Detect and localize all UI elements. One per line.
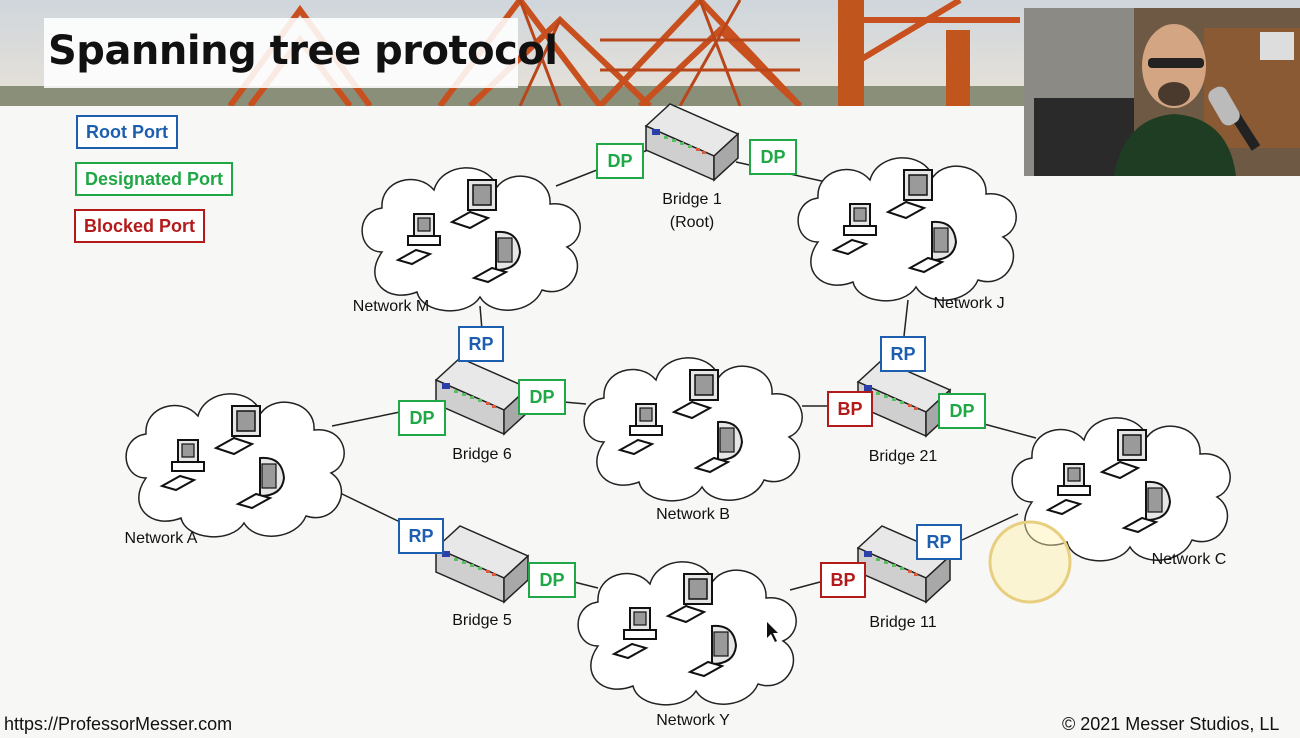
bridge-6-dp-left: DP bbox=[398, 400, 446, 436]
bridge-1-dp-right: DP bbox=[749, 139, 797, 175]
bridge-21-label: Bridge 21 bbox=[868, 448, 938, 465]
network-b-label: Network B bbox=[656, 506, 730, 523]
bridge-21-bp: BP bbox=[827, 391, 873, 427]
bridge-1-dp-left: DP bbox=[596, 143, 644, 179]
bridge-5-dp: DP bbox=[528, 562, 576, 598]
network-y-cloud bbox=[577, 561, 797, 706]
bridge-1-switch bbox=[645, 103, 739, 181]
bridge-5-switch bbox=[435, 525, 529, 603]
network-a-label: Network A bbox=[124, 530, 198, 547]
network-c-label: Network C bbox=[1151, 551, 1227, 568]
bridge-6-rp: RP bbox=[458, 326, 504, 362]
bridge-11-rp: RP bbox=[916, 524, 962, 560]
slide-title: Spanning tree protocol bbox=[48, 28, 558, 74]
link-a-b6 bbox=[331, 411, 401, 427]
bridge-11-bp: BP bbox=[820, 562, 866, 598]
network-m-cloud bbox=[361, 167, 581, 312]
bridge-6-label: Bridge 6 bbox=[452, 446, 512, 463]
presenter-video bbox=[1024, 8, 1300, 176]
bridge-1-root-label: (Root) bbox=[669, 214, 715, 231]
network-m-label: Network M bbox=[352, 298, 430, 315]
link-b6-b bbox=[563, 401, 587, 405]
network-j-label: Network J bbox=[933, 295, 1005, 312]
bridge-21-dp: DP bbox=[938, 393, 986, 429]
network-y-label: Network Y bbox=[656, 712, 730, 729]
bridge-11-label: Bridge 11 bbox=[869, 614, 937, 631]
footer-url: https://ProfessorMesser.com bbox=[4, 714, 233, 734]
footer-copyright: © 2021 Messer Studios, LL bbox=[1062, 714, 1280, 734]
network-c-cloud bbox=[1011, 417, 1231, 562]
mouse-pointer-icon bbox=[767, 622, 778, 642]
network-a-cloud bbox=[125, 393, 345, 538]
title-box bbox=[44, 18, 518, 88]
legend-blocked-port: Blocked Port bbox=[74, 209, 206, 243]
bridge-1-label: Bridge 1 bbox=[662, 191, 722, 208]
bridge-21-rp: RP bbox=[880, 336, 926, 372]
legend-root-port: Root Port bbox=[76, 115, 178, 149]
link-b11-c bbox=[961, 513, 1019, 541]
network-b-cloud bbox=[583, 357, 803, 502]
link-y-b11 bbox=[789, 581, 821, 591]
bridge-5-rp: RP bbox=[398, 518, 444, 554]
cursor-highlight bbox=[988, 520, 1072, 604]
link-b21-c bbox=[983, 423, 1037, 439]
link-b5-y bbox=[573, 581, 599, 589]
presenter-webcam bbox=[1024, 8, 1300, 176]
bridge-6-dp-right: DP bbox=[518, 379, 566, 415]
bridge-6-switch bbox=[435, 357, 529, 435]
link-a-b5 bbox=[337, 491, 401, 523]
legend-designated-port: Designated Port bbox=[75, 162, 234, 196]
link-j-b21 bbox=[903, 299, 909, 337]
bridge-5-label: Bridge 5 bbox=[452, 612, 512, 629]
network-j-cloud bbox=[797, 157, 1017, 302]
